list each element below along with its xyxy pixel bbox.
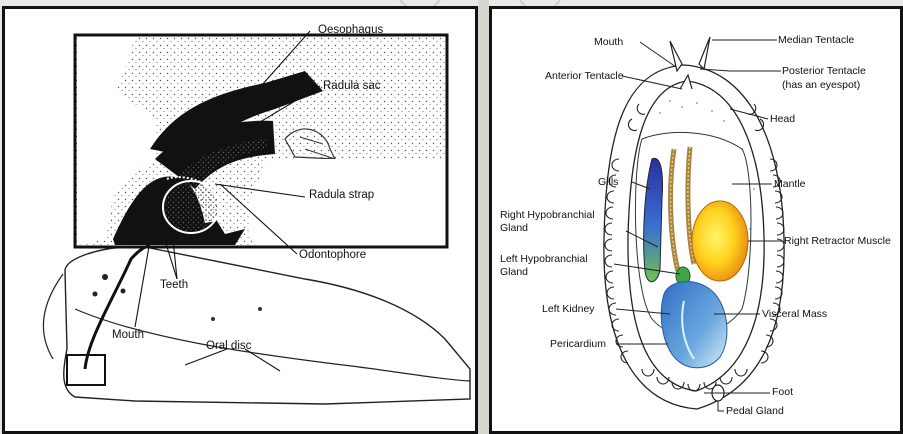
- hypobranchial-gland-coil: [671, 147, 694, 271]
- label-odontophore: Odontophore: [299, 250, 366, 262]
- label-radula-sac: Radula sac: [323, 81, 381, 93]
- label-head: Head: [770, 113, 795, 125]
- radula-diagram-panel: Oesophagus Radula sac Radula strap Odont…: [2, 6, 478, 434]
- label-right-hypobranchial-2: Gland: [500, 222, 528, 234]
- label-left-kidney: Left Kidney: [542, 303, 595, 315]
- radula-diagram-drawing: [5, 9, 475, 431]
- label-radula-strap: Radula strap: [309, 190, 374, 202]
- tentacles: [670, 37, 710, 89]
- label-teeth: Teeth: [160, 280, 188, 292]
- label-anterior-tentacle: Anterior Tentacle: [545, 70, 624, 82]
- right-retractor-muscle: [692, 201, 748, 281]
- label-median-tentacle: Median Tentacle: [778, 34, 854, 46]
- label-posterior-tentacle: Posterior Tentacle: [782, 65, 866, 77]
- gills-shape: [644, 158, 663, 281]
- label-gills: Gills: [598, 176, 618, 188]
- label-left-hypobranchial-2: Gland: [500, 266, 528, 278]
- label-mouth: Mouth: [594, 36, 623, 48]
- label-oesophagus: Oesophagus: [318, 25, 383, 37]
- label-foot: Foot: [772, 386, 793, 398]
- odontophore-shape: [163, 181, 219, 233]
- label-oral-disc: Oral disc: [206, 341, 251, 353]
- label-visceral-mass: Visceral Mass: [762, 308, 827, 320]
- label-posterior-tentacle-note: (has an eyespot): [782, 79, 860, 91]
- label-pedal-gland: Pedal Gland: [726, 405, 784, 417]
- snail-anatomy-panel: Mouth Median Tentacle Anterior Tentacle …: [489, 6, 903, 434]
- label-pericardium: Pericardium: [550, 338, 606, 350]
- label-mouth-left: Mouth: [112, 330, 144, 342]
- label-right-hypobranchial-1: Right Hypobranchial: [500, 209, 595, 221]
- visceral-mass: [661, 282, 727, 368]
- label-left-hypobranchial-1: Left Hypobranchial: [500, 253, 588, 265]
- label-right-retractor-muscle: Right Retractor Muscle: [784, 235, 891, 247]
- label-mantle: Mantle: [774, 178, 806, 190]
